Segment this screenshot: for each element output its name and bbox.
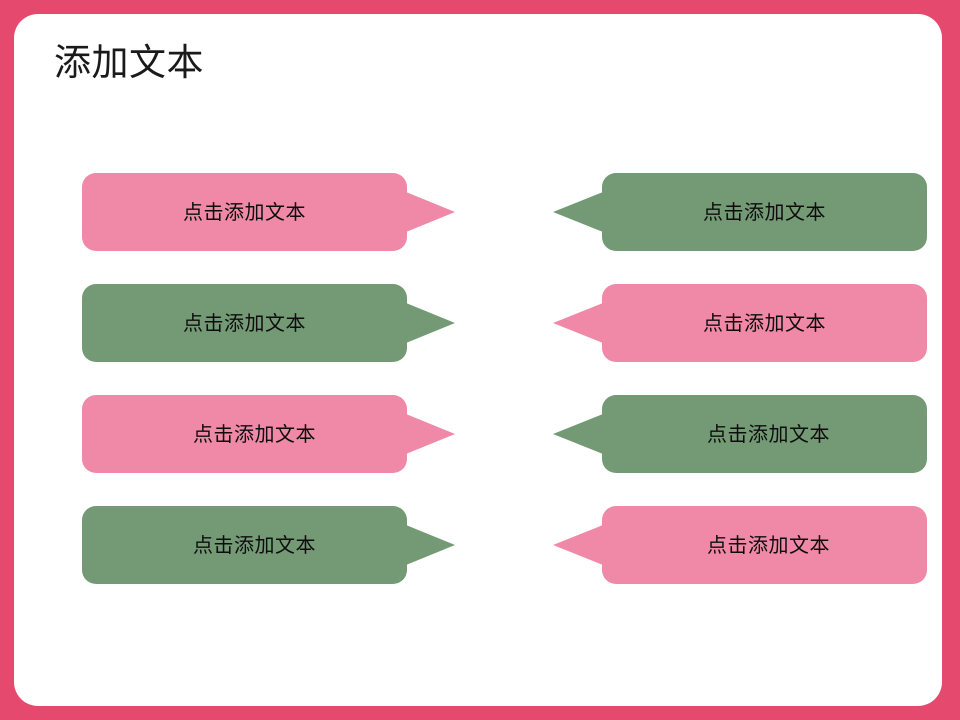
callout-body (82, 284, 407, 362)
callout-tail-left-icon (553, 192, 603, 232)
callout-body (602, 284, 927, 362)
callout-left-1[interactable]: 点击添加文本 (82, 173, 455, 251)
callout-right-4[interactable]: 点击添加文本 (553, 506, 927, 584)
callout-body (602, 395, 927, 473)
callout-label: 点击添加文本 (193, 533, 316, 557)
callout-tail-left-icon (553, 414, 603, 454)
callout-label: 点击添加文本 (703, 311, 826, 335)
callout-label: 点击添加文本 (707, 422, 830, 446)
callout-tail-right-icon (406, 414, 455, 454)
callout-left-3[interactable]: 点击添加文本 (82, 395, 455, 473)
callout-tail-right-icon (406, 192, 455, 232)
callout-label: 点击添加文本 (707, 533, 830, 557)
callout-label: 点击添加文本 (703, 200, 826, 224)
callout-left-2[interactable]: 点击添加文本 (82, 284, 455, 362)
callout-tail-right-icon (406, 303, 455, 343)
callout-body (602, 173, 927, 251)
slide-card: 添加文本 点击添加文本 点击添加文本 点击添加文本 点击添加文本 点击添加文本 (14, 14, 942, 706)
callout-body (602, 506, 927, 584)
callout-right-1[interactable]: 点击添加文本 (553, 173, 927, 251)
callout-tail-left-icon (553, 525, 603, 565)
page-title: 添加文本 (54, 41, 204, 84)
callout-body (82, 173, 407, 251)
callout-tail-right-icon (406, 525, 455, 565)
callout-right-3[interactable]: 点击添加文本 (553, 395, 927, 473)
callout-label: 点击添加文本 (193, 422, 316, 446)
callout-body (82, 506, 407, 584)
callout-label: 点击添加文本 (183, 200, 306, 224)
callout-right-2[interactable]: 点击添加文本 (553, 284, 927, 362)
callout-left-4[interactable]: 点击添加文本 (82, 506, 455, 584)
callout-tail-left-icon (553, 303, 603, 343)
callout-label: 点击添加文本 (183, 311, 306, 335)
callout-body (82, 395, 407, 473)
